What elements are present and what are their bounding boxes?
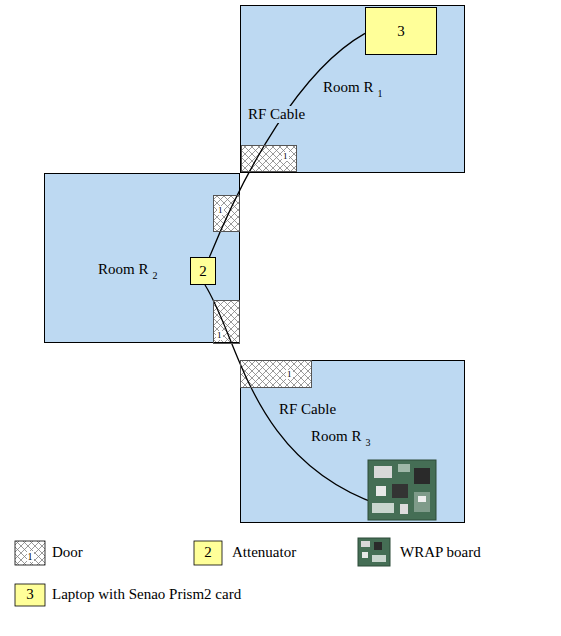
- legend-callout: 2: [194, 544, 222, 561]
- room-fill: [44, 173, 240, 343]
- room-index: 3: [365, 437, 370, 448]
- cable-label: RF Cable: [247, 106, 306, 123]
- wrap-board-picture: [368, 460, 436, 520]
- room-fill: [240, 360, 465, 523]
- door-number: 1: [216, 331, 223, 340]
- cable-label: RF Cable: [278, 401, 337, 418]
- legend-text: Attenuator: [232, 544, 296, 561]
- legend-board-sample: [358, 538, 390, 566]
- device-box: 3: [365, 7, 437, 55]
- door-symbol: 1: [240, 360, 312, 388]
- legend-laptop-sample: [15, 584, 45, 606]
- rf-cable: [210, 33, 366, 257]
- room-fill: [240, 5, 465, 173]
- door-number: 1: [217, 206, 224, 215]
- callout-number: 3: [397, 23, 405, 40]
- legend-door-sample: [15, 541, 45, 565]
- rf-cable: [205, 285, 380, 505]
- legend-attenuator-sample: [194, 541, 222, 565]
- room-index: 1: [377, 88, 382, 99]
- legend-text: Door: [52, 544, 83, 561]
- room-name: Room R: [311, 428, 361, 444]
- legend-text: Laptop with Senao Prism2 card: [52, 586, 241, 603]
- legend-text: WRAP board: [400, 544, 481, 561]
- room-name: Room R: [323, 79, 373, 95]
- room-index: 2: [152, 270, 157, 281]
- door-number: 1: [286, 370, 293, 379]
- door-hatch: [213, 300, 240, 344]
- callout-number: 2: [199, 263, 207, 280]
- door-number: 1: [282, 152, 289, 161]
- room-label: Room R 3: [311, 428, 370, 445]
- door-hatch: [241, 145, 297, 172]
- door-hatch: [240, 360, 312, 388]
- room-area: Room R 3 1: [240, 360, 465, 523]
- room-label: Room R 1: [323, 79, 382, 96]
- room-area: Room R 2 1 2 1: [44, 173, 240, 343]
- room-name: Room R: [98, 261, 148, 277]
- legend-callout-holder: 1: [15, 546, 45, 564]
- room-area: Room R 1 3 1: [240, 5, 465, 173]
- legend-callout: 1: [27, 551, 34, 562]
- legend-callout: 3: [15, 586, 45, 603]
- door-symbol: 1: [213, 300, 240, 344]
- door-symbol: 1: [241, 145, 297, 172]
- device-box: 2: [190, 257, 216, 285]
- door-hatch: [213, 195, 240, 232]
- door-symbol: 1: [213, 195, 240, 232]
- room-label: Room R 2: [98, 261, 157, 278]
